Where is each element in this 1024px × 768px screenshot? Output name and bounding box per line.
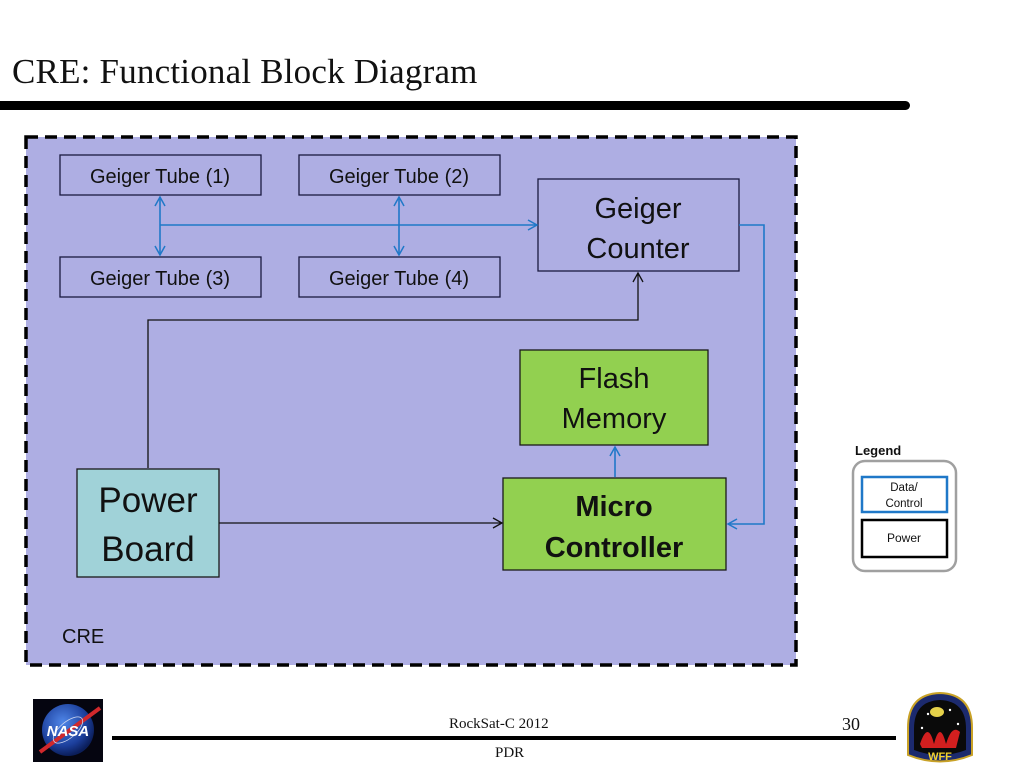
legend-data-label-2: Control bbox=[885, 498, 922, 510]
wff-logo-text: WFF bbox=[928, 751, 952, 763]
nasa-logo: NASA bbox=[33, 699, 103, 762]
legend-power-label: Power bbox=[887, 531, 921, 545]
geiger-counter: Geiger Counter bbox=[537, 178, 740, 272]
geiger-tube-4: Geiger Tube (4) bbox=[298, 256, 501, 298]
power-board-label-2: Board bbox=[101, 530, 194, 569]
footer-review: PDR bbox=[495, 745, 525, 761]
footer-divider bbox=[112, 736, 896, 740]
title-divider bbox=[0, 101, 910, 110]
geiger-tube-3-label: Geiger Tube (3) bbox=[90, 268, 230, 290]
geiger-counter-label-1: Geiger bbox=[594, 193, 681, 225]
wff-logo: WFF bbox=[907, 691, 973, 763]
flash-memory-label-1: Flash bbox=[579, 363, 650, 395]
geiger-tube-1: Geiger Tube (1) bbox=[59, 154, 262, 196]
page-number: 30 bbox=[842, 714, 860, 734]
micro-controller-label-1: Micro bbox=[575, 491, 652, 523]
geiger-tube-4-label: Geiger Tube (4) bbox=[329, 268, 469, 290]
geiger-counter-label-2: Counter bbox=[586, 233, 690, 265]
counter-to-micro-data-connector bbox=[726, 224, 765, 530]
power-board-label-1: Power bbox=[98, 481, 198, 520]
power-board: Power Board bbox=[76, 468, 220, 578]
legend-data-label-1: Data/ bbox=[890, 482, 918, 494]
nasa-logo-text: NASA bbox=[47, 723, 90, 740]
micro-controller-label-2: Controller bbox=[545, 532, 684, 564]
micro-controller: Micro Controller bbox=[502, 477, 727, 571]
legend-item-data-control: Data/ Control bbox=[860, 475, 949, 514]
slide-title: CRE: Functional Block Diagram bbox=[12, 52, 478, 91]
geiger-tube-1-label: Geiger Tube (1) bbox=[90, 166, 230, 188]
flash-memory: Flash Memory bbox=[519, 349, 709, 446]
legend: Data/ Control Power bbox=[851, 459, 958, 573]
geiger-tube-2-label: Geiger Tube (2) bbox=[329, 166, 469, 188]
footer-event: RockSat-C 2012 bbox=[449, 716, 549, 732]
legend-item-power: Power bbox=[860, 518, 949, 559]
cre-label: CRE bbox=[62, 626, 104, 648]
geiger-tube-2: Geiger Tube (2) bbox=[298, 154, 501, 196]
legend-title: Legend bbox=[855, 443, 902, 458]
flash-memory-label-2: Memory bbox=[562, 403, 667, 435]
power-to-counter-connector bbox=[147, 271, 644, 468]
geiger-tube-3: Geiger Tube (3) bbox=[59, 256, 262, 298]
